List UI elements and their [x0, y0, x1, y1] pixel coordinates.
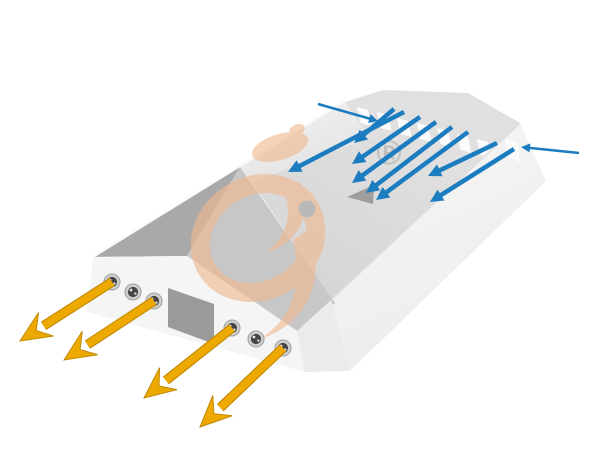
exhaust-arrow — [62, 296, 157, 361]
inlet-arrow — [430, 147, 516, 202]
logo-top-leaf — [289, 124, 305, 136]
inlet-air-arrows — [288, 102, 580, 202]
external-inlet-arrow — [521, 143, 580, 155]
front-door — [168, 288, 214, 344]
logo-tail — [258, 228, 316, 340]
inlet-arrow — [352, 115, 422, 164]
inlet-arrow — [428, 140, 498, 177]
brand-watermark — [190, 124, 326, 340]
front-right-corner — [297, 300, 350, 372]
inlet-arrow — [376, 130, 470, 200]
exhaust-arrow — [18, 277, 115, 342]
logo-top-wing — [252, 131, 308, 163]
inlet-arrow — [288, 110, 406, 172]
inlet-arrow — [352, 120, 438, 183]
exhaust-fan-idle — [124, 283, 142, 301]
logo-dot — [298, 200, 316, 218]
right-wall-exterior — [331, 123, 546, 371]
exhaust-arrow — [199, 344, 287, 428]
logo-inner-hook — [266, 183, 306, 252]
airflow-cone-marker — [347, 185, 374, 204]
external-inlet-arrow — [317, 102, 378, 123]
inlet-arrow — [366, 125, 454, 193]
right-wall-rim-edge — [330, 122, 521, 301]
exhaust-arrow — [143, 324, 236, 399]
exhaust-fan-idle — [247, 330, 265, 348]
exhaust-air-arrows — [18, 277, 287, 428]
